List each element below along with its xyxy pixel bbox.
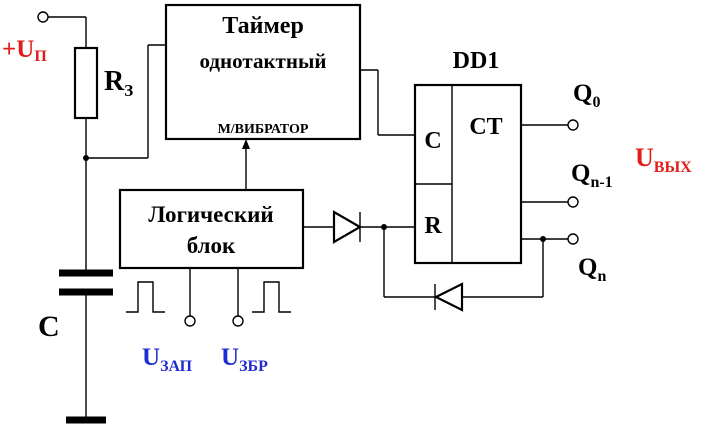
pulse-zbr-icon bbox=[252, 281, 291, 313]
input-zap-terminal bbox=[184, 315, 196, 327]
logic-block bbox=[118, 188, 305, 270]
output-qn-terminal bbox=[567, 233, 579, 245]
timer-title: Таймер bbox=[222, 13, 304, 39]
diode-reset-icon bbox=[332, 210, 363, 244]
junction-qn bbox=[540, 236, 546, 242]
logic-title: Логический bbox=[148, 202, 273, 227]
counter-block bbox=[413, 83, 523, 265]
pulse-zap-icon bbox=[126, 281, 165, 313]
resistor-rz bbox=[73, 46, 99, 120]
supply-terminal bbox=[37, 11, 49, 23]
supply-column bbox=[37, 11, 113, 424]
resistor-label: RЗ bbox=[104, 66, 133, 100]
counter-clock-label: C bbox=[424, 128, 441, 154]
output-qn1-terminal bbox=[567, 196, 579, 208]
counter-reset-label: R bbox=[424, 213, 442, 239]
arrow-up-icon bbox=[242, 139, 250, 149]
supply-label: +UП bbox=[2, 36, 47, 65]
counter-type-label: CT bbox=[469, 114, 502, 140]
output-q0-terminal bbox=[567, 119, 579, 131]
input-zap-label: UЗАП bbox=[142, 344, 193, 375]
output-q0-label: Q0 bbox=[573, 80, 600, 111]
counter-name: DD1 bbox=[453, 48, 500, 74]
timer-mode: М/ВИБРАТОР bbox=[218, 122, 309, 137]
input-zbr-label: UЗБР bbox=[221, 344, 268, 375]
timer-subtitle: однотактный bbox=[200, 49, 327, 73]
output-voltage-label: UВЫХ bbox=[635, 143, 692, 176]
output-qn1-label: Qn-1 bbox=[571, 160, 613, 191]
logic-subtitle: блок bbox=[187, 233, 236, 258]
diode-feedback-icon bbox=[433, 282, 464, 312]
timer-block bbox=[164, 3, 362, 141]
input-zbr-terminal bbox=[232, 315, 244, 327]
capacitor-label: C bbox=[38, 310, 60, 343]
output-qn-label: Qn bbox=[578, 254, 606, 285]
